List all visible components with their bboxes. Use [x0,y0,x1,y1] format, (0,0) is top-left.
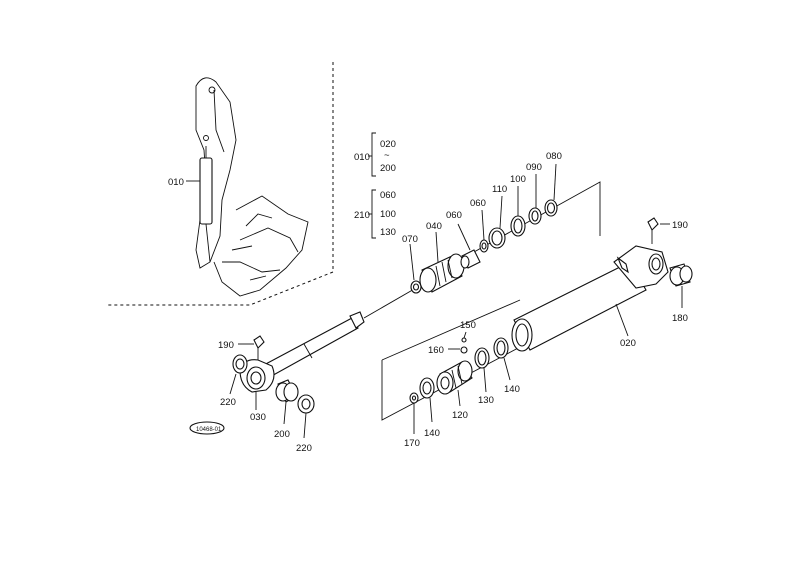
machine-inset-view [108,62,334,306]
label-150: 150 [460,320,476,331]
part-030-piston-rod [239,287,417,393]
part-120-piston [436,360,473,395]
label-040: 040 [426,221,442,232]
stamp-text: 10468-01 [196,427,222,433]
label-110: 110 [492,184,507,195]
label-140-a: 140 [424,428,440,439]
label-200: 200 [274,429,290,440]
part-190-grease-nipple-rod [253,335,265,360]
label-group-210: 210 [354,210,370,221]
part-060-seal-a [460,249,481,269]
part-170-nut [409,392,419,404]
label-090: 090 [526,162,542,173]
part-220-dust-seal-left [232,354,248,374]
label-220-right: 220 [296,443,312,454]
label-100: 100 [510,174,526,185]
label-group-010-a: 020 [380,139,396,150]
label-060-b: 060 [470,198,486,209]
reference-stamp: 10468-01 [189,421,225,435]
part-220-dust-seal-right [297,394,315,414]
part-070-nut [410,280,422,294]
part-110-rod-cover [488,227,506,249]
label-060-a: 060 [446,210,462,221]
label-030: 030 [250,412,266,423]
label-120: 120 [452,410,468,421]
part-190-grease-nipple-tube [647,217,659,244]
part-180-bushing-tube [669,263,693,287]
label-group-010: 010 [354,152,370,163]
label-220-left: 220 [220,397,236,408]
label-group-210-c: 130 [380,227,396,238]
part-200-bushing-rod [275,379,299,403]
label-group-210-b: 100 [380,209,396,220]
label-180: 180 [672,313,688,324]
part-020-cylinder-tube [511,245,669,352]
label-140-b: 140 [504,384,520,395]
part-090-backup-ring [528,207,542,225]
label-010-inset: 010 [168,177,184,188]
part-060-seal-b [479,239,489,253]
label-190-rod: 190 [218,340,234,351]
part-100-o-ring [510,215,526,237]
group-bracket-010: 010 020 ~ 200 [354,132,396,177]
label-170: 170 [404,438,420,449]
part-140-seal-lower-b [493,337,509,359]
label-130: 130 [478,395,494,406]
part-130-wear-ring [474,347,490,369]
label-070: 070 [402,234,418,245]
label-020: 020 [620,338,636,349]
label-group-210-a: 060 [380,190,396,201]
label-group-010-b: 200 [380,163,396,174]
part-160-steel-ball [460,346,468,354]
label-160: 160 [428,345,444,356]
part-150-set-screw [461,337,467,343]
group-bracket-210: 210 060 100 130 [354,189,396,239]
part-140-seal-lower-a [419,377,435,399]
label-190-tube: 190 [672,220,688,231]
label-080: 080 [546,151,562,162]
label-group-010-tilde: ~ [384,150,390,161]
part-040-piston [419,253,465,293]
part-080-o-ring [544,199,558,217]
